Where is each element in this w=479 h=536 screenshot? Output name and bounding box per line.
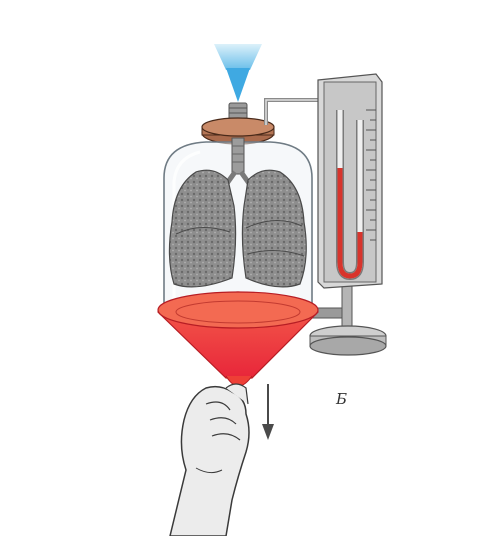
manometer [318,74,382,288]
hand [170,384,249,536]
pull-down-arrow-icon [262,384,274,440]
figure-label: Б [336,390,347,408]
air-flow-arrow-icon [214,44,262,102]
diaphragm-membrane [158,292,318,386]
